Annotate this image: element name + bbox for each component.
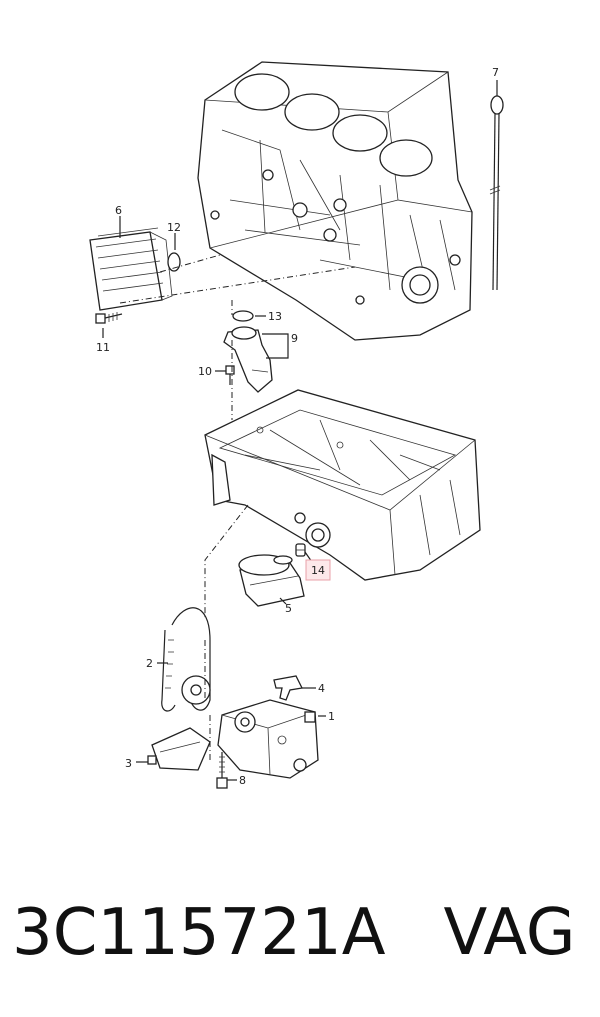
- sprocket: [181, 675, 211, 705]
- part-code: 3C115721A: [12, 896, 386, 970]
- callout-1: 1: [328, 710, 335, 723]
- baffle-clip: [273, 675, 303, 701]
- callout-13: 13: [268, 310, 282, 323]
- callout-14-highlight: 14: [305, 559, 331, 581]
- seal-ring: [167, 252, 181, 272]
- callout-4: 4: [318, 682, 325, 695]
- bolt: [95, 312, 123, 324]
- chain-guard: [147, 727, 211, 771]
- callout-7: 7: [492, 66, 499, 79]
- highlight-box: [305, 559, 331, 581]
- oil-pan: [204, 389, 481, 581]
- oil-cooler: [89, 227, 173, 311]
- dipstick: [489, 95, 504, 291]
- part-number-caption: 3C115721A VAG: [12, 888, 588, 978]
- exploded-parts-diagram: 1 2 3 4 5 6 7 8 9 10 11 12 13 14: [89, 61, 504, 789]
- pump-bolt: [216, 752, 228, 789]
- drive-chain: [161, 607, 211, 712]
- callout-6: 6: [115, 204, 122, 217]
- stud-pin: [295, 543, 306, 557]
- callout-3: 3: [125, 757, 132, 770]
- oil-pump: [217, 699, 319, 779]
- leader-lines: [102, 80, 498, 781]
- oil-filter-housing-adapter: [223, 310, 273, 393]
- callout-2: 2: [146, 657, 153, 670]
- bolt-small: [225, 365, 235, 385]
- callout-5: 5: [285, 602, 292, 615]
- engine-block: [197, 61, 473, 341]
- callout-11: 11: [96, 341, 110, 354]
- callout-8: 8: [239, 774, 246, 787]
- callout-14: 14: [311, 564, 325, 577]
- oil-filter: [238, 554, 305, 607]
- callout-9: 9: [291, 332, 298, 345]
- assembly-lines: [119, 254, 356, 760]
- callout-10: 10: [198, 365, 212, 378]
- brand-name: VAG: [443, 896, 576, 970]
- callout-12: 12: [167, 221, 181, 234]
